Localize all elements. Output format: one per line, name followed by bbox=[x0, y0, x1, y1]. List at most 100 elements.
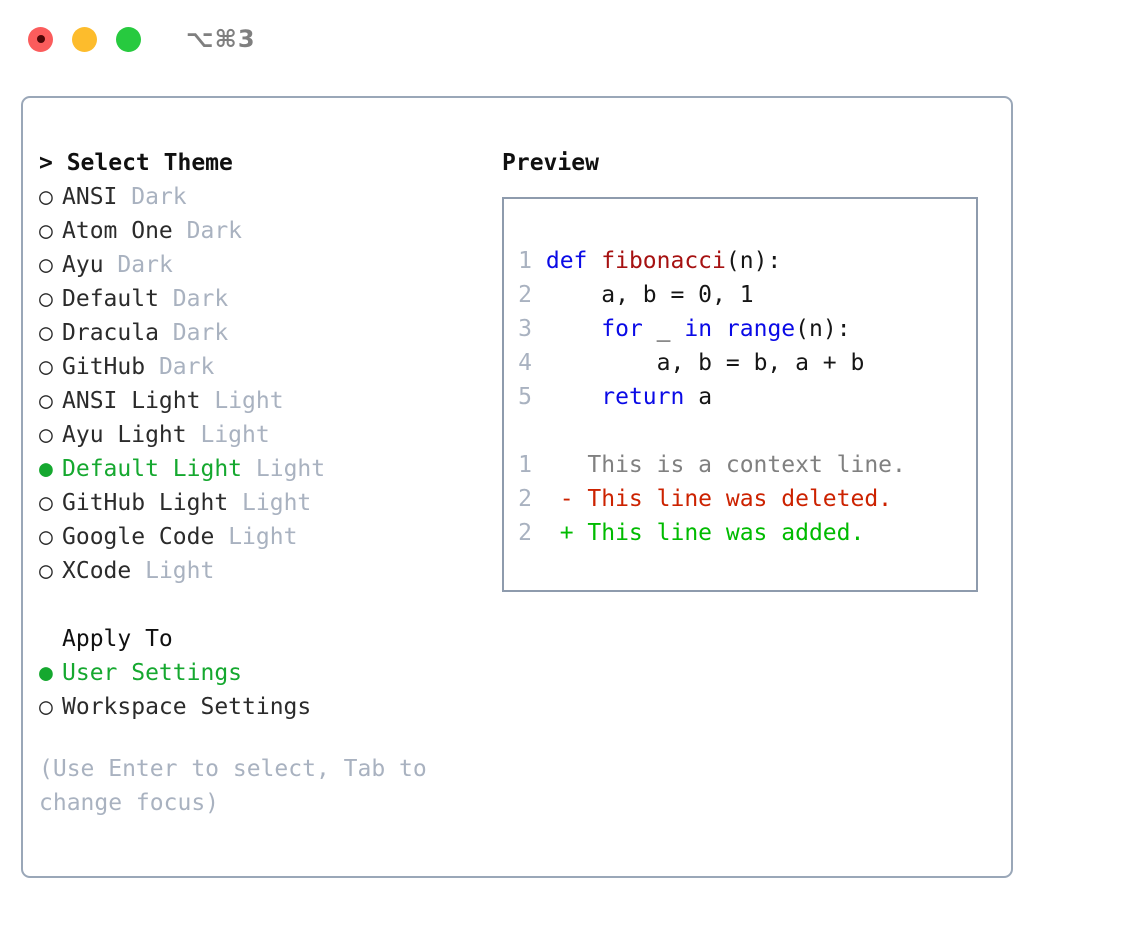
theme-option-google-code[interactable]: ○ Google Code Light bbox=[39, 520, 485, 554]
theme-option-tag: Dark bbox=[131, 184, 187, 210]
radio-unselected-icon: ○ bbox=[39, 558, 53, 584]
theme-option-ayu-light[interactable]: ○Ayu Light Light bbox=[39, 418, 485, 452]
apply-to-option-label: Workspace Settings bbox=[62, 694, 312, 720]
theme-option-label: Ayu bbox=[62, 252, 104, 278]
theme-option-github-light[interactable]: ○GitHub Light Light bbox=[39, 486, 485, 520]
diff-line: 2 - This line was deleted. bbox=[518, 482, 976, 516]
theme-selection-column: > Select Theme ○ANSI Dark○Atom One Dark○… bbox=[23, 98, 485, 876]
apply-to-option-workspace-settings[interactable]: ○ Workspace Settings bbox=[39, 690, 485, 724]
code-line-number: 1 bbox=[518, 248, 532, 274]
code-line: 1 def fibonacci(n): bbox=[518, 244, 976, 278]
theme-option-github[interactable]: ○ GitHub Dark bbox=[39, 350, 485, 384]
radio-unselected-icon: ○ bbox=[39, 252, 53, 278]
maximize-button[interactable] bbox=[116, 26, 141, 52]
code-line: 3 for _ in range(n): bbox=[518, 312, 976, 346]
keyboard-hint: (Use Enter to select, Tab to change focu… bbox=[39, 756, 441, 816]
theme-option-label: Google Code bbox=[62, 524, 215, 550]
theme-list: ○ANSI Dark○Atom One Dark○Ayu Dark○Defaul… bbox=[39, 180, 485, 588]
theme-option-dracula[interactable]: ○ Dracula Dark bbox=[39, 316, 485, 350]
theme-option-label: Default bbox=[62, 286, 159, 312]
code-token bbox=[712, 316, 726, 342]
code-token: return bbox=[601, 384, 685, 410]
theme-option-tag: Light bbox=[214, 388, 284, 414]
code-line-number: 3 bbox=[518, 316, 532, 342]
code-token: (n): bbox=[795, 316, 851, 342]
code-token: in bbox=[684, 316, 713, 342]
list-spacer bbox=[39, 588, 485, 622]
preview-box: 1 def fibonacci(n): 2 a, b = 0, 1 3 for _ … bbox=[502, 197, 978, 592]
preview-column: Preview 1 def fibonacci(n):2 a, b = 0, 1… bbox=[485, 98, 1011, 876]
main-panel: > Select Theme ○ANSI Dark○Atom One Dark○… bbox=[21, 96, 1013, 878]
code-line: 5 return a bbox=[518, 380, 976, 414]
theme-option-tag: Dark bbox=[172, 320, 229, 346]
radio-unselected-icon: ○ bbox=[39, 354, 53, 380]
apply-to-option-user-settings[interactable]: ● User Settings bbox=[39, 656, 485, 690]
radio-unselected-icon: ○ bbox=[39, 184, 53, 210]
window-titlebar: ⌥⌘3 bbox=[0, 0, 1140, 78]
theme-option-tag: Dark bbox=[172, 286, 229, 312]
theme-option-tag: Dark bbox=[186, 218, 243, 244]
theme-option-ansi-light[interactable]: ○ANSI Light Light bbox=[39, 384, 485, 418]
diff-line-number: 2 bbox=[518, 486, 532, 512]
code-sample: 1 def fibonacci(n): 2 a, b = 0, 1 3 for _ … bbox=[518, 244, 976, 414]
theme-option-tag: Light bbox=[228, 524, 298, 550]
diff-marker bbox=[532, 452, 587, 478]
theme-option-default-light[interactable]: ● Default Light Light bbox=[39, 452, 485, 486]
select-theme-heading: > Select Theme bbox=[39, 150, 233, 176]
code-line-number: 2 bbox=[518, 282, 532, 308]
theme-option-ayu[interactable]: ○ Ayu Dark bbox=[39, 248, 485, 282]
diff-line-number: 2 bbox=[518, 520, 532, 546]
close-button[interactable] bbox=[28, 26, 53, 52]
code-token: a, b = 0, 1 bbox=[545, 282, 754, 308]
radio-selected-icon: ● bbox=[39, 660, 53, 686]
code-line: 4 a, b = b, a + b bbox=[518, 346, 976, 380]
theme-option-xcode[interactable]: ○ XCode Light bbox=[39, 554, 485, 588]
minimize-button[interactable] bbox=[72, 26, 97, 52]
code-token: a, b = b, a + b bbox=[545, 350, 865, 376]
window-shortcut-label: ⌥⌘3 bbox=[186, 25, 256, 53]
diff-text: This line was added. bbox=[587, 520, 865, 546]
radio-unselected-icon: ○ bbox=[39, 388, 53, 414]
code-token: (n): bbox=[725, 248, 782, 274]
radio-unselected-icon: ○ bbox=[39, 286, 53, 312]
theme-option-label: GitHub Light bbox=[62, 490, 229, 516]
theme-option-label: XCode bbox=[62, 558, 132, 584]
code-line-number: 5 bbox=[518, 384, 532, 410]
diff-text: This line was deleted. bbox=[587, 486, 893, 512]
diff-marker: - bbox=[532, 486, 588, 512]
theme-option-tag: Dark bbox=[158, 354, 215, 380]
code-token: for bbox=[601, 316, 643, 342]
theme-option-tag: Light bbox=[200, 422, 270, 448]
theme-option-label: GitHub bbox=[62, 354, 146, 380]
radio-unselected-icon: ○ bbox=[39, 490, 53, 516]
code-token bbox=[546, 384, 601, 410]
code-token bbox=[546, 316, 601, 342]
diff-line-number: 1 bbox=[518, 452, 532, 478]
theme-option-ansi[interactable]: ○ANSI Dark bbox=[39, 180, 485, 214]
radio-unselected-icon: ○ bbox=[39, 524, 53, 550]
diff-sample: 1 This is a context line.2 - This line w… bbox=[518, 448, 976, 550]
theme-option-tag: Dark bbox=[117, 252, 173, 278]
theme-option-atom-one[interactable]: ○ Atom One Dark bbox=[39, 214, 485, 248]
theme-option-default[interactable]: ○ Default Dark bbox=[39, 282, 485, 316]
apply-to-option-label: User Settings bbox=[62, 660, 243, 686]
radio-unselected-icon: ○ bbox=[39, 694, 53, 720]
code-line-number: 4 bbox=[518, 350, 532, 376]
theme-option-tag: Light bbox=[145, 558, 215, 584]
diff-line: 1 This is a context line. bbox=[518, 448, 976, 482]
theme-option-label: Atom One bbox=[62, 218, 173, 244]
apply-to-heading: Apply To bbox=[62, 626, 173, 652]
radio-unselected-icon: ○ bbox=[39, 218, 53, 244]
code-token: a bbox=[684, 384, 713, 410]
theme-option-label: Dracula bbox=[62, 320, 159, 346]
traffic-light-group bbox=[28, 26, 141, 52]
code-diff-spacer bbox=[518, 414, 976, 448]
apply-to-list: ● User Settings ○ Workspace Settings bbox=[39, 656, 485, 724]
code-token: range bbox=[725, 316, 796, 342]
radio-unselected-icon: ○ bbox=[39, 320, 53, 346]
code-token: def bbox=[545, 248, 602, 274]
theme-option-label: Default Light bbox=[62, 456, 243, 482]
theme-option-label: Ayu Light bbox=[62, 422, 187, 448]
theme-option-tag: Light bbox=[255, 456, 326, 482]
radio-selected-icon: ● bbox=[39, 456, 53, 482]
